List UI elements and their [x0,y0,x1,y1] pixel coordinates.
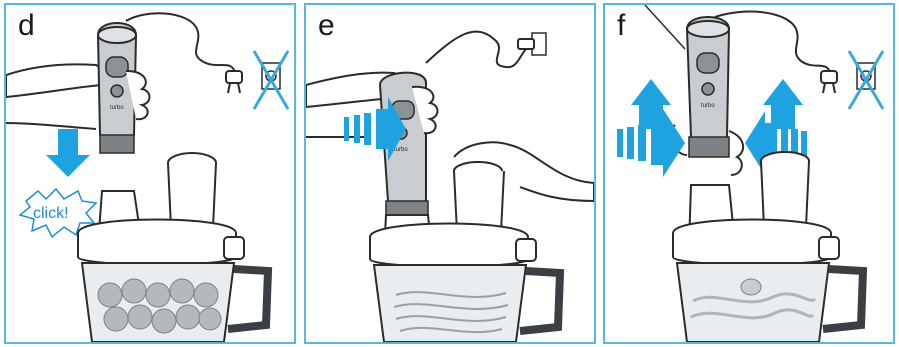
up-arrow-right-icon [763,79,803,129]
step-label-f: f [617,11,625,41]
step-label-d: d [18,11,35,41]
panel-f: turbo [603,3,895,344]
panel-e: turbo [304,3,596,344]
plug-icon [821,71,837,93]
step-label-e: e [318,11,335,41]
click-label: click! [33,205,69,222]
unplugged-socket-icon [849,51,883,109]
panel-e-illustration: turbo [306,5,594,342]
cable [715,12,831,75]
panel-d-illustration: turbo click! [6,5,294,342]
svg-text:turbo: turbo [701,103,715,109]
cable [426,32,532,68]
plug-icon [226,71,242,93]
unplugged-socket-icon [254,51,288,109]
svg-text:turbo: turbo [394,147,408,153]
panel-f-illustration: turbo [605,5,893,342]
wall-socket-icon [518,33,546,55]
svg-text:turbo: turbo [110,105,124,111]
down-arrow-icon [46,129,90,177]
hand [6,64,106,97]
cable [126,13,236,75]
panel-d: turbo click! [4,3,296,344]
hand-blender-motor: turbo [687,17,729,157]
